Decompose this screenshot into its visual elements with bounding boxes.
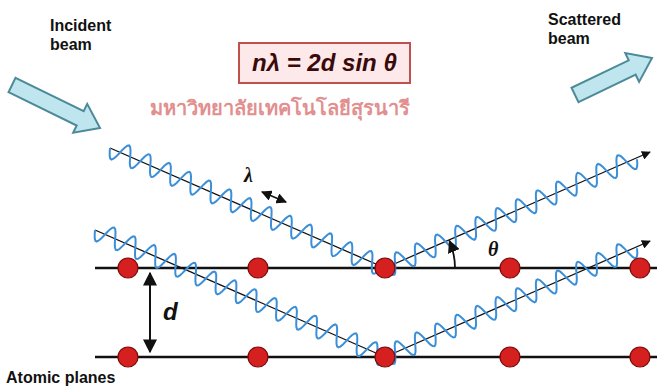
rays — [95, 145, 650, 365]
atom — [118, 347, 138, 367]
wavelength-symbol: λ — [244, 164, 253, 187]
atom — [500, 347, 520, 367]
atom — [375, 258, 395, 278]
spacing-arrow — [149, 273, 151, 352]
x-ray-wave — [385, 155, 637, 275]
watermark: มหาวิทยาลัยเทคโนโลยีสุรนารี — [150, 92, 410, 124]
angle-symbol: θ — [488, 238, 498, 261]
atom — [630, 347, 650, 367]
angle-arc — [450, 241, 456, 268]
plane-label: Atomic planes — [6, 369, 115, 387]
atom — [248, 347, 268, 367]
formula-text: nλ = 2d sin θ — [252, 49, 397, 77]
atom — [118, 258, 138, 278]
atom — [630, 258, 650, 278]
atoms — [118, 258, 650, 367]
beam-label: Scattered beam — [548, 10, 634, 48]
x-ray-wave — [95, 228, 383, 365]
atom — [375, 347, 395, 367]
beam-label: Incident beam — [50, 16, 130, 54]
incident-arrow — [9, 78, 101, 133]
scattered-arrow — [572, 53, 653, 102]
formula-box: nλ = 2d sin θ — [238, 42, 411, 84]
x-ray-wave — [385, 244, 637, 364]
spacing-symbol: d — [163, 298, 178, 326]
wavelength-arrow — [262, 192, 286, 202]
atom — [248, 258, 268, 278]
ray-line — [95, 230, 385, 357]
atom — [500, 258, 520, 278]
